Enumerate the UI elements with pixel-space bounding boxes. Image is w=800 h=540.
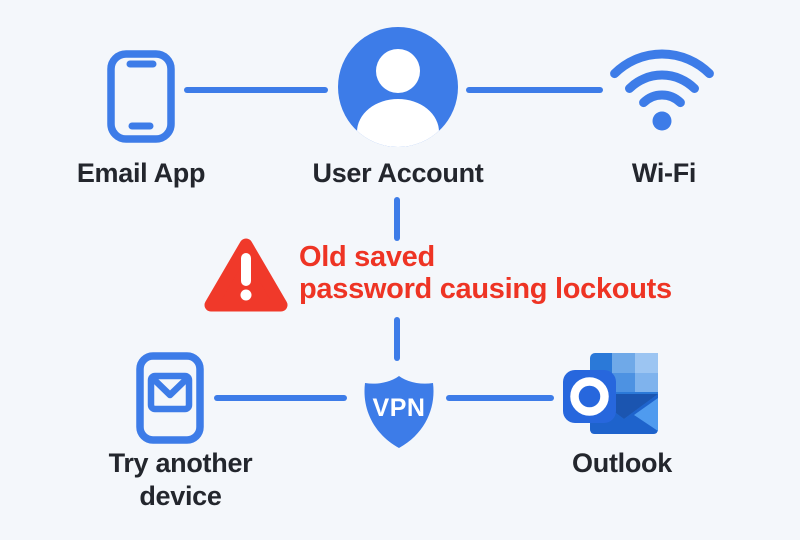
outlook-label: Outlook xyxy=(572,448,672,478)
connector-device-vpn xyxy=(214,395,347,401)
connector-emailapp-account xyxy=(184,87,328,93)
email-app-label: Email App xyxy=(76,158,206,188)
shield-icon xyxy=(357,373,441,451)
connector-account-wifi xyxy=(466,87,603,93)
alert-line-1: Old saved xyxy=(299,241,435,273)
avatar-torso xyxy=(357,99,439,147)
alert-line-2: password causing lockouts xyxy=(299,273,672,305)
user-avatar-icon xyxy=(338,27,458,147)
phone-icon xyxy=(103,46,179,147)
wifi-label: Wi-Fi xyxy=(631,158,697,188)
phone-mail-icon xyxy=(132,348,208,448)
alert-message: Old saved password causing lockouts xyxy=(299,241,769,305)
avatar-head xyxy=(376,49,420,93)
connector-account-alert xyxy=(394,197,400,241)
outlook-icon xyxy=(560,352,660,436)
try-another-device-label: Try another device xyxy=(108,448,253,511)
vpn-label: VPN xyxy=(372,394,426,422)
wifi-icon xyxy=(607,43,717,135)
warning-triangle-icon xyxy=(204,237,288,313)
connector-vpn-outlook xyxy=(446,395,554,401)
connector-alert-vpn xyxy=(394,317,400,361)
user-account-label: User Account xyxy=(312,158,484,188)
